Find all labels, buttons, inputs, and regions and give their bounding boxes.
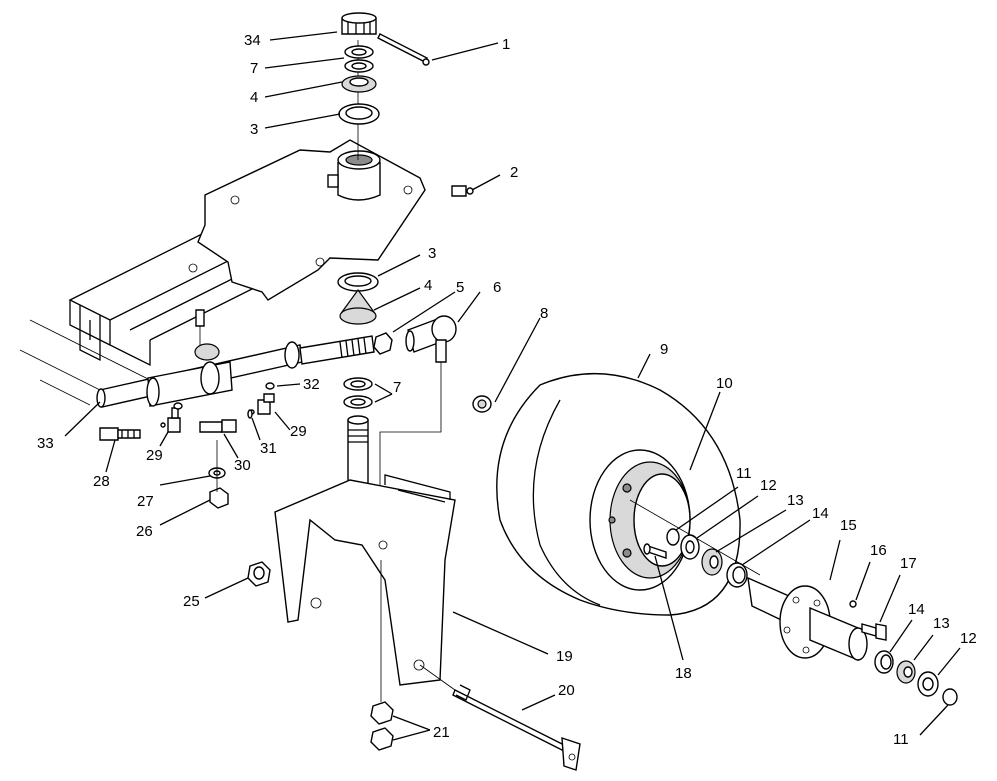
callout-6: 6 — [493, 279, 501, 296]
hub-15 — [747, 576, 868, 662]
callout-28: 28 — [93, 473, 110, 490]
elbow-fitting-29b — [249, 393, 275, 415]
callout-11: 11 — [736, 465, 752, 482]
callout-11: 11 — [893, 731, 909, 748]
rim-10 — [589, 449, 691, 591]
bearing-4-lower — [339, 288, 377, 325]
callout-labels: 34 1 7 4 3 2 3 4 5 6 8 9 10 32 7 33 29 3… — [37, 32, 977, 748]
callout-12: 12 — [960, 630, 977, 647]
callout-3: 3 — [250, 121, 258, 138]
nut-25 — [247, 561, 271, 587]
tie-rod-end-6 — [405, 315, 457, 363]
callout-8: 8 — [540, 305, 548, 322]
callout-15: 15 — [840, 517, 857, 534]
callout-33: 33 — [37, 435, 54, 452]
callout-14: 14 — [908, 601, 925, 618]
callout-17: 17 — [900, 555, 917, 572]
callout-2: 2 — [510, 164, 518, 181]
race-3-upper — [338, 103, 380, 125]
castle-nut-34 — [341, 12, 377, 35]
tie-rod-33 — [96, 309, 375, 408]
axle-bolt-axis — [419, 664, 456, 691]
callout-9: 9 — [660, 341, 668, 358]
race-3-lower — [337, 272, 379, 292]
hose-28 — [99, 427, 141, 441]
washer-7-lower — [343, 377, 373, 409]
callout-13: 13 — [933, 615, 950, 632]
callout-3: 3 — [428, 245, 436, 262]
nut-8 — [472, 395, 492, 413]
axle-bolt-20 — [452, 684, 581, 771]
callout-25: 25 — [183, 593, 200, 610]
caster-fork — [274, 474, 456, 686]
callout-7: 7 — [250, 60, 258, 77]
callout-19: 19 — [556, 648, 573, 665]
jam-nut-5 — [373, 332, 393, 355]
bolt-17 — [861, 623, 887, 641]
small-oring-tierod — [173, 402, 183, 410]
callout-27: 27 — [137, 493, 154, 510]
steering-plate — [188, 139, 426, 301]
callout-7: 7 — [393, 379, 401, 396]
nuts-21 — [370, 701, 394, 751]
hose-30 — [199, 419, 237, 433]
washer-7-upper — [344, 45, 374, 73]
cup-14-lower — [874, 650, 894, 674]
callout-4: 4 — [250, 89, 258, 106]
callout-5: 5 — [456, 279, 464, 296]
kingpin-boss — [327, 150, 381, 201]
cup-14-upper — [726, 562, 748, 588]
callout-4: 4 — [424, 277, 432, 294]
o-ring-32 — [265, 382, 275, 390]
elbow-fitting-29a — [160, 407, 181, 433]
cotter-pin-1 — [377, 33, 430, 66]
grease-fitting-16 — [849, 600, 857, 608]
callout-16: 16 — [870, 542, 887, 559]
spacer-11-upper — [666, 528, 680, 546]
callout-12: 12 — [760, 477, 777, 494]
callout-32: 32 — [303, 376, 320, 393]
spacer-11-lower — [942, 688, 958, 706]
bolt-18 — [643, 543, 667, 559]
seal-12-lower — [917, 671, 939, 697]
callout-29: 29 — [146, 447, 163, 464]
callout-13: 13 — [787, 492, 804, 509]
bearing-13-upper — [701, 548, 723, 576]
callout-21: 21 — [433, 724, 450, 741]
nut-26 — [209, 487, 229, 509]
callout-10: 10 — [716, 375, 733, 392]
callout-1: 1 — [502, 36, 510, 53]
callout-18: 18 — [675, 665, 692, 682]
grease-fitting-2 — [451, 185, 474, 197]
callout-29: 29 — [290, 423, 307, 440]
tie-rod-end-axis — [379, 362, 442, 495]
bearing-4-upper — [341, 75, 377, 93]
callout-14: 14 — [812, 505, 829, 522]
callout-30: 30 — [234, 457, 251, 474]
callout-20: 20 — [558, 682, 575, 699]
seal-12-upper — [680, 534, 700, 560]
o-ring-31 — [247, 409, 253, 419]
callout-34: 34 — [244, 32, 261, 49]
callout-31: 31 — [260, 440, 277, 457]
bearing-13-lower — [896, 660, 916, 684]
leader-lines — [64, 31, 961, 741]
callout-26: 26 — [136, 523, 153, 540]
hub-axis — [629, 499, 761, 576]
